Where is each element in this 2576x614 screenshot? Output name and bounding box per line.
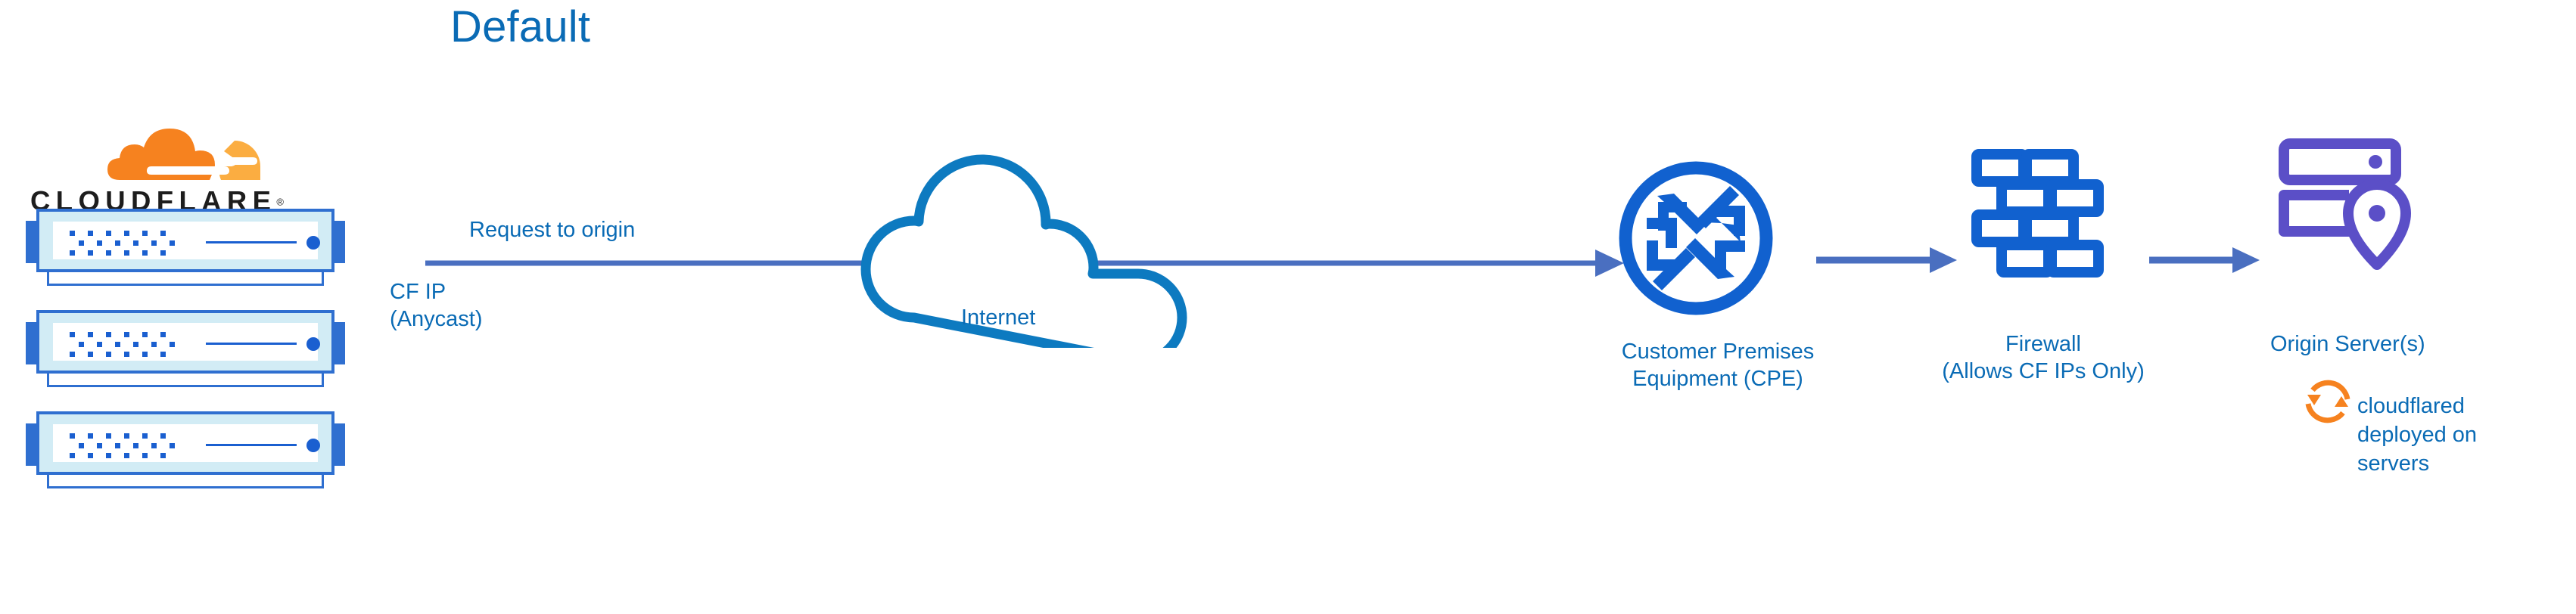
rack-tab-left bbox=[26, 221, 39, 263]
registered-trademark-icon: ® bbox=[276, 196, 285, 208]
firewall-label: Firewall (Allows CF IPs Only) bbox=[1942, 332, 2145, 383]
internet-label: Internet bbox=[961, 305, 1036, 330]
cloudflared-label: cloudflared deployed on servers bbox=[2357, 394, 2478, 476]
rack-faceplate bbox=[53, 323, 320, 361]
cloudflared-sync-icon bbox=[2305, 380, 2350, 423]
rack-tab-right bbox=[331, 423, 345, 466]
page-title: Default bbox=[450, 2, 591, 51]
cpe-label: Customer Premises Equipment (CPE) bbox=[1621, 340, 1815, 391]
cf-ip-anycast-label: CF IP (Anycast) bbox=[390, 280, 483, 331]
rack-faceplate bbox=[53, 222, 320, 259]
server-location-icon bbox=[2279, 138, 2411, 270]
rack-shadow bbox=[47, 272, 324, 286]
cloudflare-logo bbox=[30, 112, 333, 195]
rack-faceplate bbox=[53, 424, 320, 462]
rack-tab-right bbox=[331, 322, 345, 364]
rack-vent-dots bbox=[70, 231, 320, 256]
rack-vent-dots bbox=[70, 332, 320, 357]
arrow-head bbox=[1930, 247, 1957, 273]
arrow-head bbox=[1595, 250, 1624, 277]
rack-chassis bbox=[36, 310, 334, 374]
rack-chassis bbox=[36, 411, 334, 475]
rack-chassis bbox=[36, 209, 334, 272]
origin-server-label: Origin Server(s) bbox=[2270, 332, 2425, 356]
arrow-head bbox=[2232, 247, 2260, 273]
rack-tab-left bbox=[26, 322, 39, 364]
server-rack-unit-3 bbox=[26, 411, 345, 490]
brick-wall-icon bbox=[1971, 149, 2104, 278]
rack-tab-right bbox=[331, 221, 345, 263]
rack-shadow bbox=[47, 374, 324, 387]
cloud-outline-icon bbox=[860, 154, 1187, 348]
server-rack-unit-1 bbox=[26, 209, 345, 287]
server-rack-unit-2 bbox=[26, 310, 345, 389]
rack-vent-dots bbox=[70, 433, 320, 458]
request-to-origin-label: Request to origin bbox=[469, 218, 636, 242]
router-icon bbox=[1619, 161, 1773, 315]
rack-shadow bbox=[47, 475, 324, 488]
rack-tab-left bbox=[26, 423, 39, 466]
